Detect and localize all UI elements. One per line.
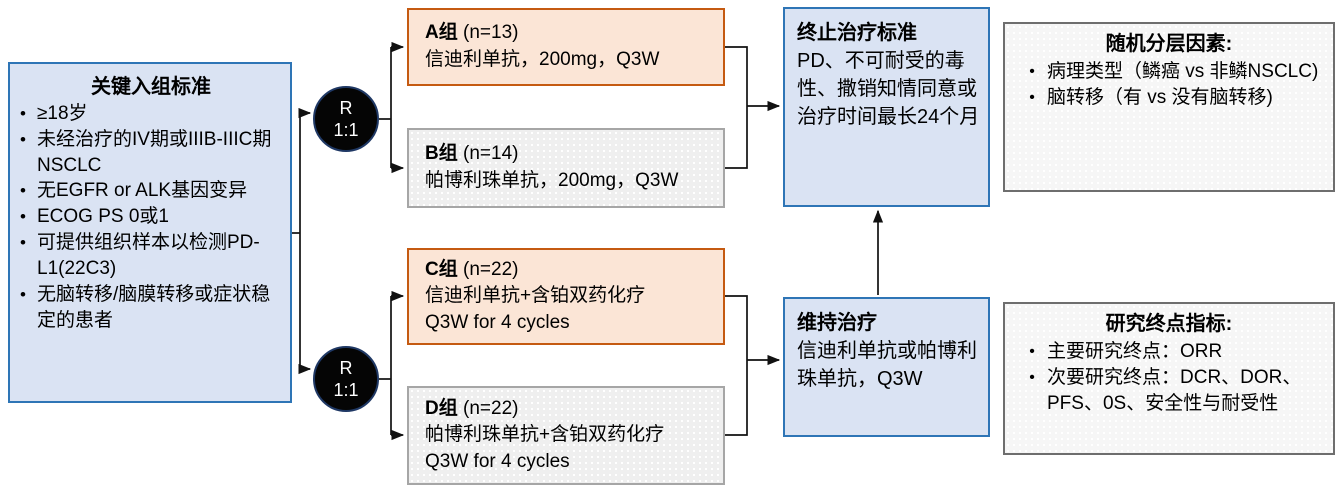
arm-c-schedule: Q3W for 4 cycles	[425, 311, 570, 333]
connector-arm-c-out	[725, 295, 748, 360]
connector-arm-b-out	[725, 106, 748, 169]
randomization-circle-2: R 1:1	[313, 346, 379, 412]
randomization-circle-1: R 1:1	[313, 86, 379, 152]
maintenance-body: 信迪利单抗或帕博利珠单抗，Q3W	[797, 340, 977, 390]
bullet-icon: •	[20, 207, 26, 227]
endpoints-bullet: • 主要研究终点：ORR	[1017, 339, 1321, 365]
arm-a-box: A组 (n=13) 信迪利单抗，200mg，Q3W	[407, 8, 725, 86]
inclusion-bullet: • ≥18岁	[20, 101, 282, 127]
arm-b-box: B组 (n=14) 帕博利珠单抗，200mg，Q3W	[407, 128, 725, 208]
arm-c-label: C组	[425, 258, 458, 280]
arm-b-label: B组	[425, 143, 458, 165]
bullet-icon: •	[20, 284, 26, 304]
endpoints-bullet: • 次要研究终点：DCR、DOR、PFS、0S、安全性与耐受性	[1017, 365, 1321, 417]
bullet-icon: •	[1029, 369, 1035, 387]
arm-a-regimen: 信迪利单抗，200mg，Q3W	[425, 49, 660, 70]
connector-arm-d-out	[725, 360, 748, 436]
inclusion-bullet: • 无EGFR or ALK基因变异	[20, 178, 282, 204]
connector-arm-a-out	[725, 46, 748, 106]
inclusion-criteria-title: 关键入组标准	[91, 76, 211, 98]
stratification-bullet: • 脑转移（有 vs 没有脑转移)	[1017, 85, 1321, 111]
inclusion-bullet: • ECOG PS 0或1	[20, 204, 282, 230]
arm-b-title: B组 (n=14)	[425, 141, 713, 168]
stop-treatment-box: 终止治疗标准 PD、不可耐受的毒性、撒销知情同意或治疗时间最长24个月	[783, 7, 990, 207]
arm-a-n: (n=13)	[457, 22, 519, 44]
arm-a-title: A组 (n=13)	[425, 20, 713, 47]
arm-d-regimen: 帕博利珠单抗+含铂双药化疗	[425, 424, 665, 446]
maintenance-title: 维持治疗	[797, 312, 877, 334]
bullet-icon: •	[20, 181, 26, 201]
arm-c-title: C组 (n=22)	[425, 257, 713, 284]
arm-d-n: (n=22)	[457, 397, 519, 419]
bullet-icon: •	[20, 104, 26, 123]
randomization-r-label: R	[339, 357, 353, 378]
inclusion-bullet: • 未经治疗的IV期或IIIB-IIIC期NSCLC	[20, 127, 282, 179]
arm-d-box: D组 (n=22) 帕博利珠单抗+含铂双药化疗 Q3W for 4 cycles	[407, 386, 725, 485]
stop-treatment-title: 终止治疗标准	[797, 22, 917, 44]
randomization-r-label: R	[339, 97, 353, 118]
bullet-icon: •	[20, 129, 26, 149]
arm-b-n: (n=14)	[457, 143, 519, 165]
arm-d-schedule: Q3W for 4 cycles	[425, 450, 570, 472]
randomization-ratio-label: 1:1	[333, 120, 359, 140]
maintenance-box: 维持治疗 信迪利单抗或帕博利珠单抗，Q3W	[783, 297, 990, 437]
inclusion-criteria-box: 关键入组标准 • ≥18岁 • 未经治疗的IV期或IIIB-IIIC期NSCLC…	[8, 62, 292, 403]
randomization-ratio-label: 1:1	[333, 380, 359, 400]
endpoints-title: 研究终点指标:	[1105, 313, 1233, 335]
endpoints-box: 研究终点指标: • 主要研究终点：ORR • 次要研究终点：DCR、DOR、PF…	[1003, 302, 1335, 455]
bullet-icon: •	[20, 233, 26, 253]
stratification-title: 随机分层因素:	[1105, 33, 1233, 55]
arm-c-regimen: 信迪利单抗+含铂双药化疗	[425, 285, 646, 307]
bullet-icon: •	[1029, 89, 1035, 107]
inclusion-bullet: • 无脑转移/脑膜转移或症状稳定的患者	[20, 282, 282, 334]
arm-c-box: C组 (n=22) 信迪利单抗+含铂双药化疗 Q3W for 4 cycles	[407, 248, 725, 345]
stop-treatment-body: PD、不可耐受的毒性、撒销知情同意或治疗时间最长24个月	[797, 50, 980, 128]
stratification-box: 随机分层因素: • 病理类型（鳞癌 vs 非鳞NSCLC) • 脑转移（有 vs…	[1003, 22, 1335, 192]
arm-b-regimen: 帕博利珠单抗，200mg，Q3W	[425, 170, 679, 191]
bullet-icon: •	[1029, 343, 1035, 361]
inclusion-bullet: • 可提供组织样本以检测PD-L1(22C3)	[20, 230, 282, 282]
bullet-icon: •	[1029, 63, 1035, 81]
arm-c-n: (n=22)	[457, 258, 519, 280]
arm-d-title: D组 (n=22)	[425, 396, 713, 423]
stratification-bullet: • 病理类型（鳞癌 vs 非鳞NSCLC)	[1017, 59, 1321, 85]
arm-d-label: D组	[425, 397, 458, 419]
arm-a-label: A组	[425, 22, 458, 44]
